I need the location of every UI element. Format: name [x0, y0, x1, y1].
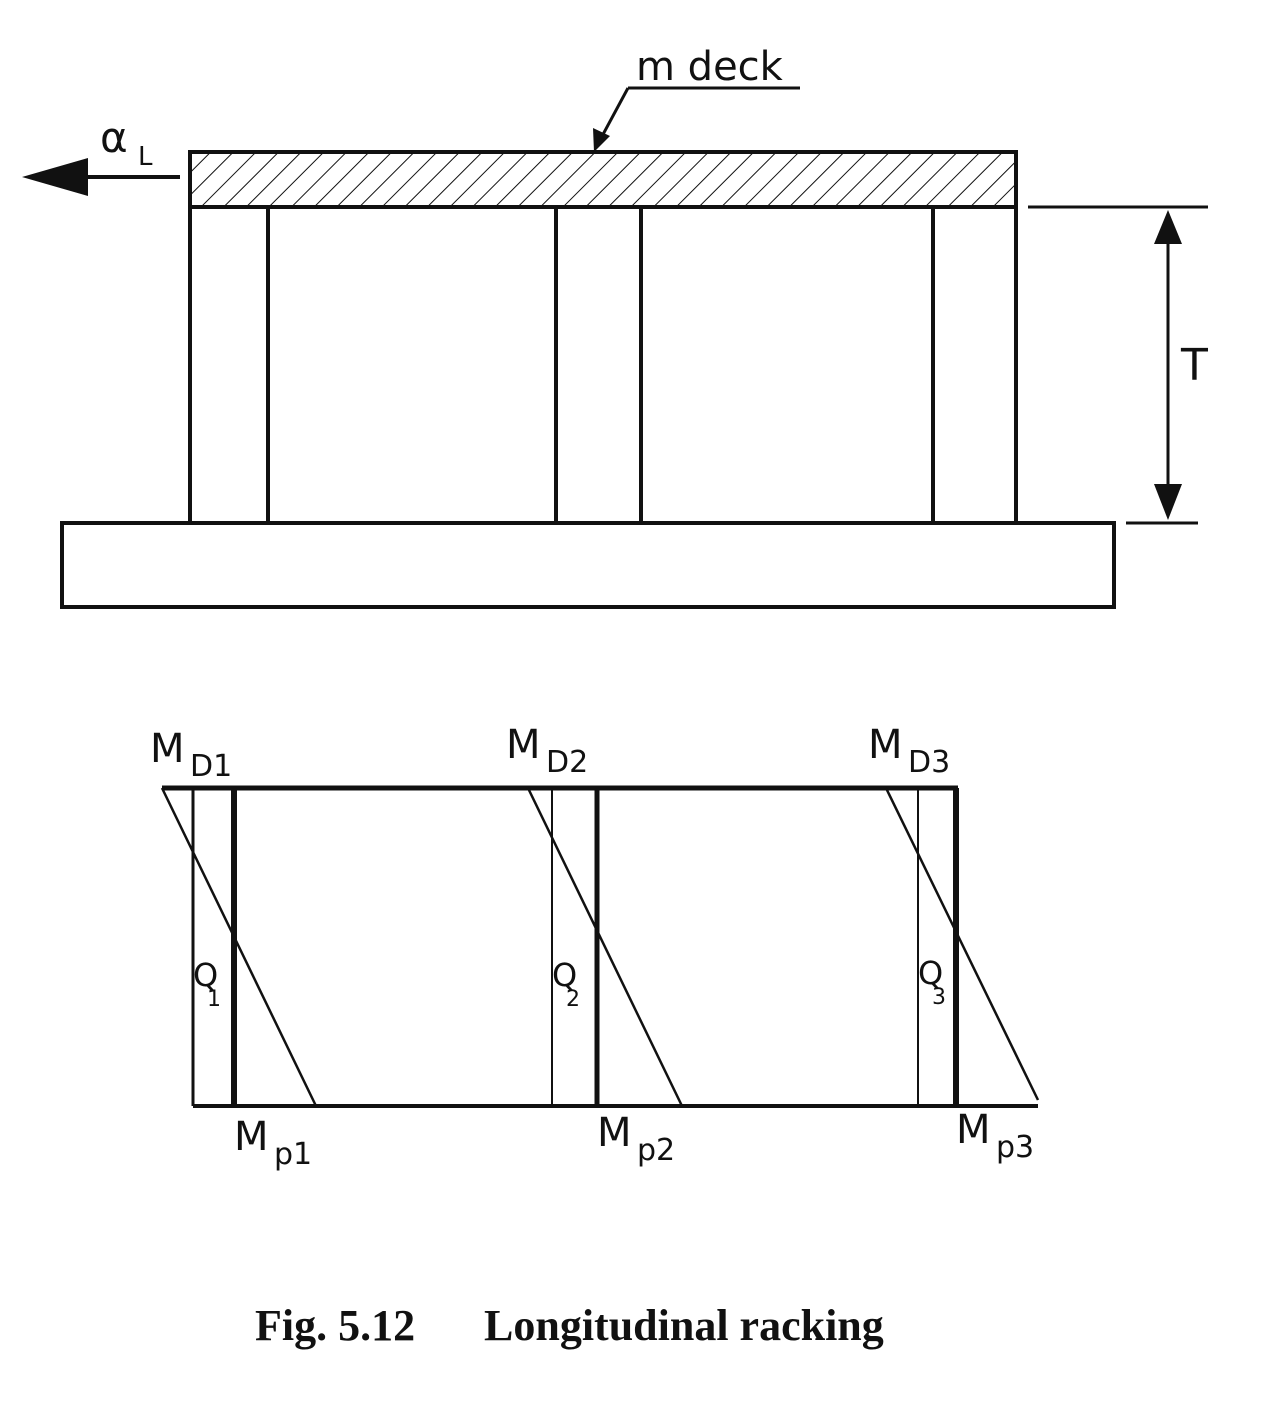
moment-p2-label: M [597, 1110, 632, 1156]
shear-q3-label: Q [918, 954, 943, 992]
figure-caption: Fig. 5.12 Longitudinal racking [255, 1301, 884, 1350]
moment-d2-label: M [506, 722, 541, 768]
moment-p1-sub: p1 [274, 1137, 312, 1172]
acceleration-label: α [100, 113, 128, 162]
shear-q1-label: Q [193, 956, 218, 994]
acceleration-arrow [22, 158, 180, 196]
moment-p3-label: M [956, 1107, 991, 1153]
structure-elevation: m deck α L T [22, 44, 1208, 609]
column-1-diagram [160, 787, 318, 1107]
height-label: T [1180, 340, 1208, 391]
shear-q2-sub: 2 [566, 987, 580, 1012]
deck-slab [188, 150, 1018, 209]
moment-d1-label: M [150, 726, 185, 772]
shear-q1-sub: 1 [207, 987, 221, 1012]
column-3-diagram [884, 787, 1040, 1106]
moment-d3-label: M [868, 722, 903, 768]
deck-label: m deck [636, 44, 784, 90]
height-arrow-bottom [1154, 484, 1182, 520]
moment-d3-sub: D3 [908, 745, 950, 780]
moment-d1-sub: D1 [190, 749, 232, 784]
moment-p1-label: M [234, 1114, 269, 1160]
moment-d2-sub: D2 [546, 745, 588, 780]
caption-title: Longitudinal racking [484, 1301, 884, 1350]
caption-number: Fig. 5.12 [255, 1301, 415, 1350]
moment-diagram: M D1 M D2 M D3 M p1 M p2 M p3 Q 1 Q 2 Q … [150, 722, 1040, 1172]
acceleration-subscript: L [138, 142, 153, 172]
shear-q2-label: Q [552, 956, 577, 994]
column-2-diagram [526, 787, 684, 1107]
shear-q3-sub: 3 [932, 985, 946, 1010]
base-slab [60, 521, 1116, 609]
deck-label-leader [593, 86, 800, 152]
columns [188, 207, 1018, 523]
height-dimension [1028, 205, 1208, 525]
height-arrow-top [1154, 210, 1182, 244]
moment-p3-sub: p3 [996, 1130, 1034, 1165]
moment-p2-sub: p2 [637, 1133, 675, 1168]
